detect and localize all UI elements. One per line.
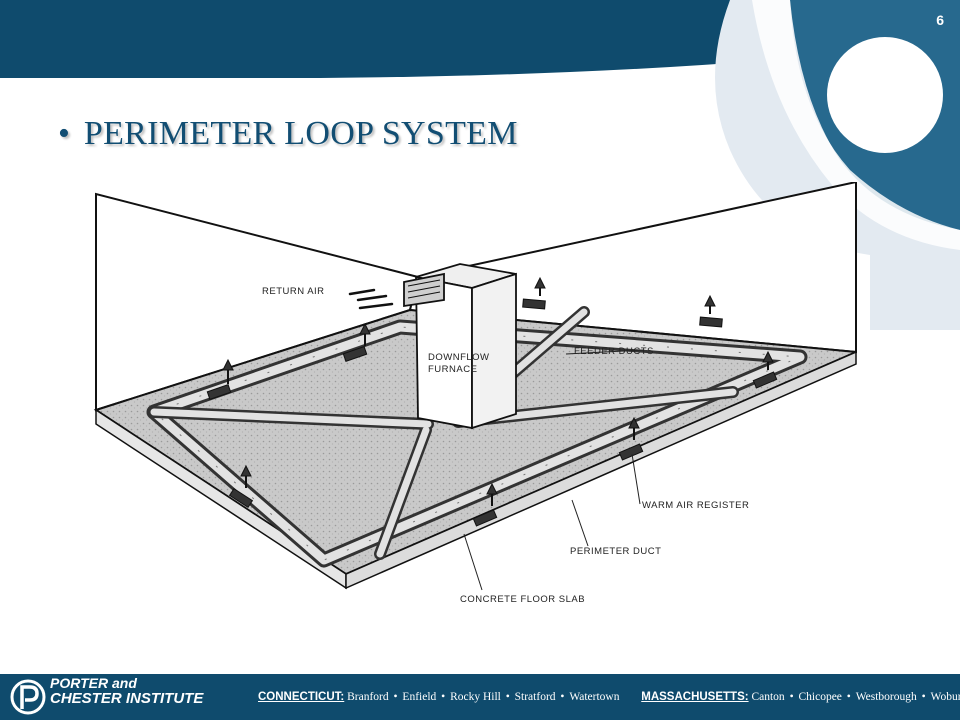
ma-town: Canton	[751, 691, 785, 703]
label-return-air: RETURN AIR	[262, 286, 325, 297]
ct-town: Enfield	[402, 691, 437, 703]
register	[522, 276, 546, 310]
title-row: • PERIMETER LOOP SYSTEM	[58, 115, 518, 153]
ma-town: Westborough	[855, 691, 917, 703]
return-air-arrows	[348, 288, 394, 310]
slide-number: 6	[936, 12, 944, 28]
label-feeder-ducts: FEEDER DUCTS	[574, 346, 654, 357]
register	[342, 322, 371, 362]
footer-bar: PORTER and CHESTER INSTITUTE CONNECTICUT…	[0, 674, 960, 720]
register	[752, 350, 778, 389]
label-furnace-line2: FURNACE	[428, 364, 477, 375]
campus-locations: CONNECTICUT: Branford • Enfield • Rocky …	[258, 691, 960, 703]
register	[472, 482, 498, 527]
label-perimeter-duct: PERIMETER DUCT	[570, 546, 661, 557]
bullet: •	[58, 115, 70, 152]
downflow-furnace	[403, 263, 517, 430]
label-warm-air-register: WARM AIR REGISTER	[642, 500, 749, 511]
furnace-side	[471, 272, 517, 430]
perimeter-loop-diagram: RETURN AIR DOWNFLOW FURNACE FEEDER DUCTS…	[93, 182, 857, 605]
label-furnace-line1: DOWNFLOW	[428, 352, 490, 363]
register	[228, 464, 254, 509]
connecticut-label: CONNECTICUT:	[258, 691, 345, 703]
brand-line1: PORTER and	[50, 675, 137, 691]
return-air-grille	[403, 272, 445, 308]
ct-town: Stratford	[514, 691, 556, 703]
register	[618, 416, 644, 461]
brand-name: PORTER and CHESTER INSTITUTE	[50, 675, 204, 707]
pc-logo-icon	[10, 679, 46, 715]
massachusetts-label: MASSACHUSETTS:	[641, 691, 749, 703]
ct-town: Watertown	[569, 691, 620, 703]
ct-town: Branford	[347, 691, 389, 703]
ma-town: Woburn	[930, 691, 960, 703]
register	[699, 294, 723, 328]
ma-town: Chicopee	[798, 691, 842, 703]
warm-air-registers	[206, 276, 778, 527]
register	[206, 358, 234, 400]
slide-title: PERIMETER LOOP SYSTEM	[83, 115, 518, 152]
ct-town: Rocky Hill	[450, 691, 501, 703]
brand-line2: CHESTER INSTITUTE	[50, 690, 204, 707]
decor-circle	[827, 37, 943, 153]
leader-lines	[463, 349, 645, 591]
perimeter-duct	[146, 319, 808, 568]
slab-edge-right	[345, 350, 857, 590]
label-concrete-floor-slab: CONCRETE FLOOR SLAB	[460, 594, 585, 605]
